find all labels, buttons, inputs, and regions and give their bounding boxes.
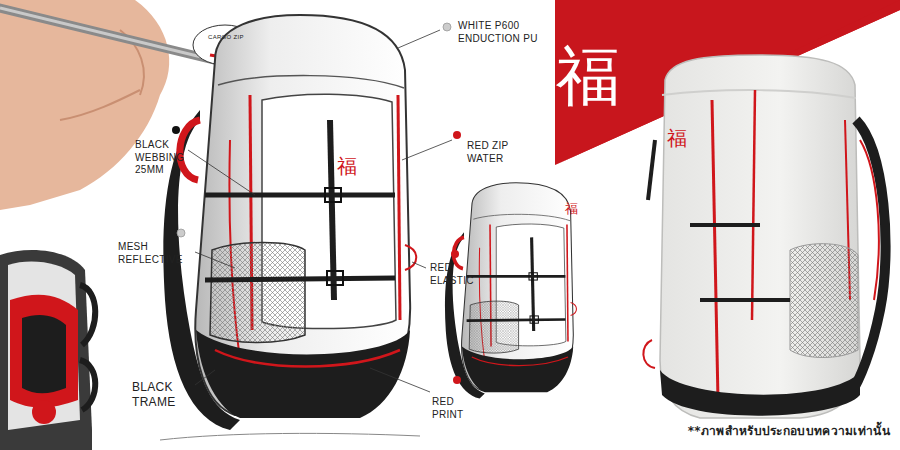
logo-print: 福 — [667, 128, 687, 148]
brand-logo: 福 — [556, 44, 620, 108]
zoom-note: CARGO ZIP — [208, 34, 244, 42]
material-callout: RED PRINT — [432, 396, 482, 421]
material-callout: BLACK TRAME — [132, 380, 192, 410]
logo-print: 福 — [337, 156, 357, 176]
material-callout: RED ZIP WATER — [467, 140, 537, 165]
material-callout: BLACK WEBBING 25MM — [135, 139, 193, 177]
disclaimer-note: **ภาพสำหรับประกอบบทความเท่านั้น — [688, 424, 890, 439]
logo-print: 福 — [565, 202, 578, 215]
material-callout: WHITE P600 ENDUCTION PU — [458, 20, 553, 45]
material-callout: RED ELASTIC — [430, 262, 490, 287]
material-callout: MESH REFLECTIVE — [118, 241, 198, 266]
